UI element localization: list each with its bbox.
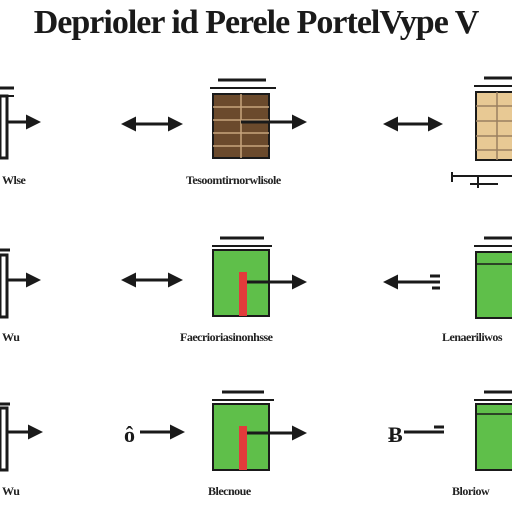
caption-r3c3: Bloriow	[452, 484, 490, 498]
r1c1-element	[0, 86, 41, 160]
r3c3-green-cabinet	[474, 390, 512, 471]
r3c2-symbol: ô	[124, 422, 135, 447]
r2c3-double-arrow	[383, 274, 440, 290]
r3c3-arrow	[404, 425, 444, 434]
caption-r1c1: Wlse	[2, 173, 26, 187]
r2c2-green-cabinet	[212, 236, 307, 317]
r1c3-tan-cabinet	[451, 76, 512, 188]
r3c1-element	[0, 402, 43, 472]
caption-r2c1: Wu	[2, 330, 20, 344]
r3c3-symbol: Ƀ	[388, 422, 403, 447]
caption-r3c1: Wu	[2, 484, 20, 498]
page-title: Deprioler id Perele PortelVype V	[33, 4, 480, 41]
caption-r3c2: Blecnoue	[208, 484, 251, 498]
caption-r2c3: Lenaeriliwos	[442, 330, 503, 344]
r2c1-element	[0, 248, 41, 319]
r3c2-green-cabinet	[212, 390, 307, 471]
r1c2-brown-cabinet	[210, 78, 307, 159]
caption-r2c2: Faecrioriasinonhsse	[180, 330, 273, 344]
caption-r1c2: Tesoomtirnorwlisole	[186, 173, 281, 187]
r2c3-green-cabinet	[474, 236, 512, 319]
